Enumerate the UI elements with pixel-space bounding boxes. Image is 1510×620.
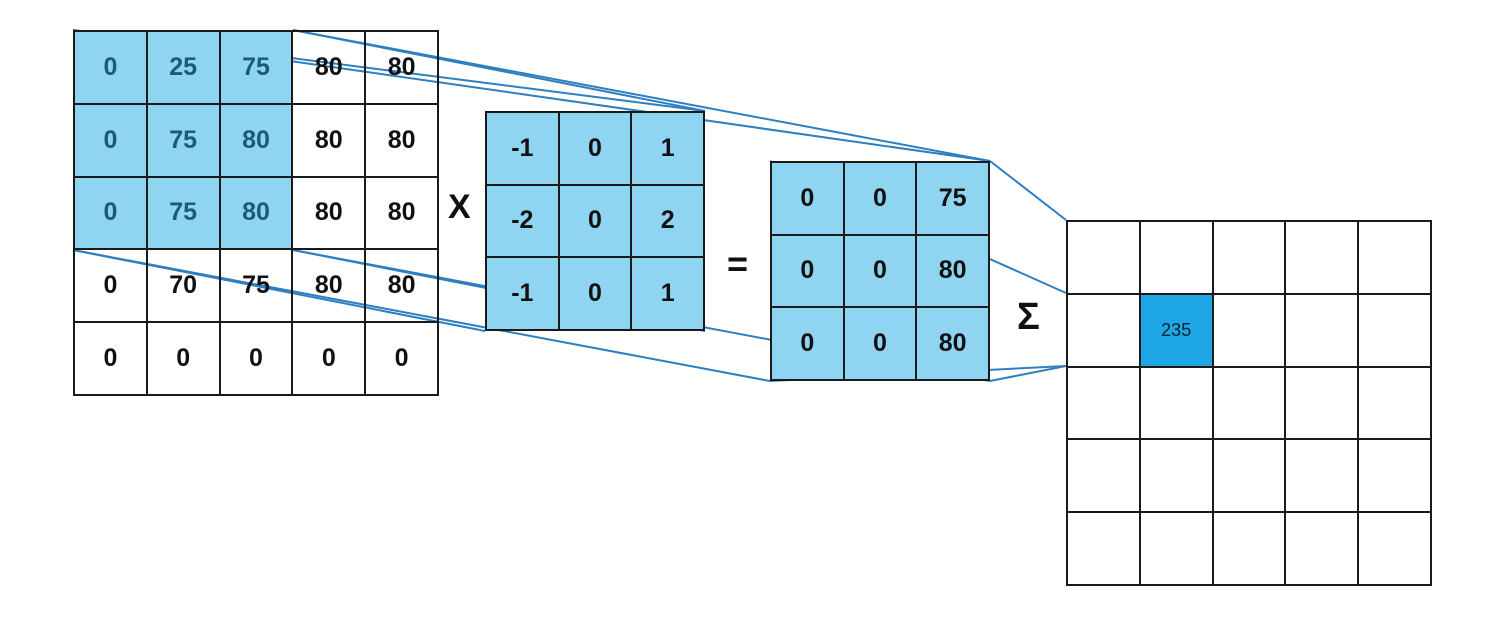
result-cell: [1358, 366, 1431, 440]
result-cell: [1285, 439, 1359, 513]
kernel-cell: -1: [486, 112, 559, 185]
kernel-cell: 1: [631, 112, 704, 185]
input-cell: 80: [365, 249, 438, 323]
input-cell: 0: [365, 322, 438, 395]
product-cell: 80: [916, 234, 989, 308]
result-matrix: 235: [1066, 220, 1432, 586]
input-cell: 80: [365, 31, 438, 104]
result-cell: [1067, 512, 1140, 585]
result-cell: [1139, 439, 1213, 513]
input-cell: 25: [146, 31, 220, 104]
result-cell: [1067, 366, 1140, 440]
product-cell: 0: [843, 307, 917, 380]
multiply-operator: X: [448, 188, 471, 226]
input-cell: 0: [74, 249, 147, 323]
result-cell: [1358, 221, 1431, 294]
result-cell: [1212, 439, 1286, 513]
input-cell: 0: [146, 322, 220, 395]
result-cell: [1358, 512, 1431, 585]
result-cell: [1139, 366, 1213, 440]
kernel-cell: 0: [558, 112, 632, 185]
connector-line: [989, 365, 1067, 382]
input-cell: 0: [74, 176, 147, 250]
input-cell: 80: [292, 103, 366, 177]
input-cell: 0: [74, 31, 147, 104]
result-cell: [1139, 512, 1213, 585]
product-cell: 0: [771, 162, 844, 235]
input-cell: 0: [292, 322, 366, 395]
result-cell: [1358, 293, 1431, 367]
input-cell: 80: [292, 176, 366, 250]
result-cell: [1067, 439, 1140, 513]
input-cell: 80: [219, 176, 293, 250]
product-cell: 0: [771, 234, 844, 308]
input-cell: 75: [219, 31, 293, 104]
input-matrix: 0 25 75 80 80 0 75 80 80 80 0 75 80 80 8…: [73, 30, 439, 396]
product-cell: 75: [916, 162, 989, 235]
product-cell: 0: [771, 307, 844, 380]
input-cell: 0: [74, 103, 147, 177]
input-cell: 75: [146, 176, 220, 250]
result-cell: [1285, 293, 1359, 367]
input-cell: 80: [292, 249, 366, 323]
result-cell: [1212, 366, 1286, 440]
kernel-cell: -2: [486, 184, 559, 258]
input-cell: 0: [74, 322, 147, 395]
input-cell: 80: [219, 103, 293, 177]
result-cell: [1067, 221, 1140, 294]
product-cell: 0: [843, 162, 917, 235]
kernel-cell: -1: [486, 257, 559, 330]
result-value-cell: 235: [1139, 293, 1213, 367]
result-cell: [1285, 221, 1359, 294]
result-cell: [1212, 221, 1286, 294]
input-cell: 70: [146, 249, 220, 323]
input-cell: 75: [219, 249, 293, 323]
result-cell: [1358, 439, 1431, 513]
product-cell: 0: [843, 234, 917, 308]
equals-operator: =: [727, 243, 749, 284]
input-cell: 80: [292, 31, 366, 104]
result-cell: [1212, 293, 1286, 367]
input-cell: 0: [219, 322, 293, 395]
sum-operator: Σ: [1017, 296, 1040, 338]
product-matrix: 0 0 75 0 0 80 0 0 80: [770, 161, 990, 381]
result-cell: [1285, 366, 1359, 440]
kernel-matrix: -1 0 1 -2 0 2 -1 0 1: [485, 111, 705, 331]
connector-line: [989, 160, 1067, 221]
product-cell: 80: [916, 307, 989, 380]
input-cell: 80: [365, 103, 438, 177]
result-cell: [1285, 512, 1359, 585]
result-cell: [1139, 221, 1213, 294]
result-cell: [1212, 512, 1286, 585]
result-cell: [1067, 293, 1140, 367]
kernel-cell: 0: [558, 257, 632, 330]
kernel-cell: 0: [558, 184, 632, 258]
kernel-cell: 1: [631, 257, 704, 330]
kernel-cell: 2: [631, 184, 704, 258]
input-cell: 80: [365, 176, 438, 250]
input-cell: 75: [146, 103, 220, 177]
